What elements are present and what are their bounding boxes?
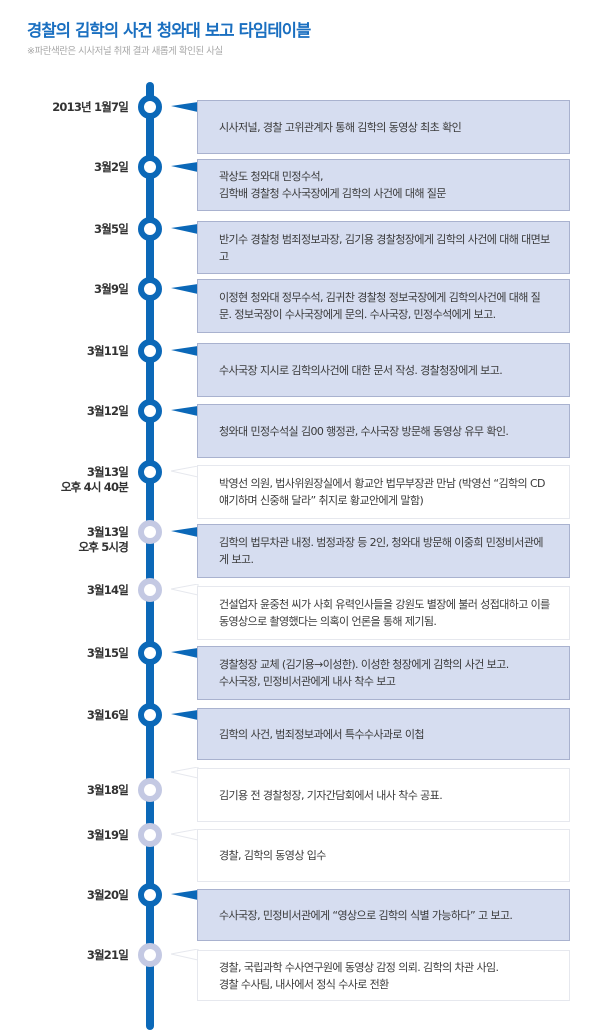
legend-note: ※파란색란은 시사저널 취재 결과 새롭게 확인된 사실 xyxy=(27,46,223,57)
event-date: 3월2일 xyxy=(94,160,129,174)
event-box: 수사국장, 민정비서관에게 “영상으로 김학의 식별 가능하다” 고 보고. xyxy=(197,889,570,941)
event-box: 박영선 의원, 법사위원장실에서 황교안 법무부장관 만남 (박영선 “김학의 … xyxy=(197,465,570,519)
event-box: 이정현 청와대 정무수석, 김귀찬 경찰청 정보국장에게 김학의사건에 대해 질… xyxy=(197,279,570,333)
pointer-arrow-icon xyxy=(171,710,198,720)
event-date: 2013년 1월7일 xyxy=(52,100,129,114)
event-box: 곽상도 청와대 민정수석, 김학배 경찰청 수사국장에게 김학의 사건에 대해 … xyxy=(197,159,570,211)
timeline-node-icon xyxy=(138,823,162,847)
page-title: 경찰의 김학의 사건 청와대 보고 타임테이블 xyxy=(27,21,311,40)
timeline-node-icon xyxy=(138,578,162,602)
timeline-node-icon xyxy=(138,95,162,119)
timeline-node-icon xyxy=(138,155,162,179)
timeline-node-icon xyxy=(138,883,162,907)
event-date: 3월5일 xyxy=(94,222,129,236)
event-date: 3월11일 xyxy=(86,344,129,358)
pointer-arrow-icon xyxy=(171,346,198,356)
event-box: 김학의 법무차관 내정. 범정과장 등 2인, 청와대 방문해 이중희 민정비서… xyxy=(197,524,570,578)
event-box: 시사저널, 경찰 고위관계자 통해 김학의 동영상 최초 확인 xyxy=(197,100,570,154)
timeline-node-icon xyxy=(138,217,162,241)
event-date: 3월12일 xyxy=(86,404,129,418)
timeline-node-icon xyxy=(138,460,162,484)
event-date: 3월16일 xyxy=(86,708,129,722)
timeline-line xyxy=(146,82,154,1030)
event-box: 경찰, 국립과학 수사연구원에 동영상 감정 의뢰. 김학의 차관 사임. 경찰… xyxy=(197,950,570,1001)
pointer-arrow-icon xyxy=(171,284,198,294)
event-box: 청와대 민정수석실 김00 행정관, 수사국장 방문해 동영상 유무 확인. xyxy=(197,404,570,458)
pointer-arrow-icon xyxy=(171,224,198,234)
pointer-arrow-icon xyxy=(171,527,198,537)
event-date: 3월21일 xyxy=(86,948,129,962)
timeline-node-icon xyxy=(138,778,162,802)
timeline-node-icon xyxy=(138,943,162,967)
event-box: 경찰, 김학의 동영상 입수 xyxy=(197,829,570,882)
event-date: 3월15일 xyxy=(86,646,129,660)
event-box: 김기용 전 경찰청장, 기자간담회에서 내사 착수 공표. xyxy=(197,768,570,822)
event-date: 3월20일 xyxy=(86,888,129,902)
pointer-arrow-icon xyxy=(171,406,198,416)
pointer-arrow-icon xyxy=(171,162,198,172)
event-box: 김학의 사건, 범죄정보과에서 특수수사과로 이첩 xyxy=(197,708,570,760)
timeline-node-icon xyxy=(138,703,162,727)
event-date: 3월19일 xyxy=(86,828,129,842)
event-box: 반기수 경찰청 범죄정보과장, 김기용 경찰청장에게 김학의 사건에 대해 대면… xyxy=(197,221,570,274)
event-box: 경찰청장 교체 (김기용→이성한). 이성한 청장에게 김학의 사건 보고. 수… xyxy=(197,646,570,700)
timeline-node-icon xyxy=(138,399,162,423)
timeline-node-icon xyxy=(138,277,162,301)
timeline-node-icon xyxy=(138,520,162,544)
event-box: 수사국장 지시로 김학의사건에 대한 문서 작성. 경찰청장에게 보고. xyxy=(197,343,570,397)
pointer-arrow-icon xyxy=(171,890,198,900)
timeline-node-icon xyxy=(138,641,162,665)
timeline-node-icon xyxy=(138,339,162,363)
event-date: 3월14일 xyxy=(86,583,129,597)
event-box: 건설업자 윤중천 씨가 사회 유력인사들을 강원도 별장에 불러 성접대하고 이… xyxy=(197,586,570,640)
pointer-arrow-icon xyxy=(171,648,198,658)
pointer-arrow-icon xyxy=(171,102,198,112)
event-date: 3월9일 xyxy=(94,282,129,296)
event-date: 3월18일 xyxy=(86,783,129,797)
